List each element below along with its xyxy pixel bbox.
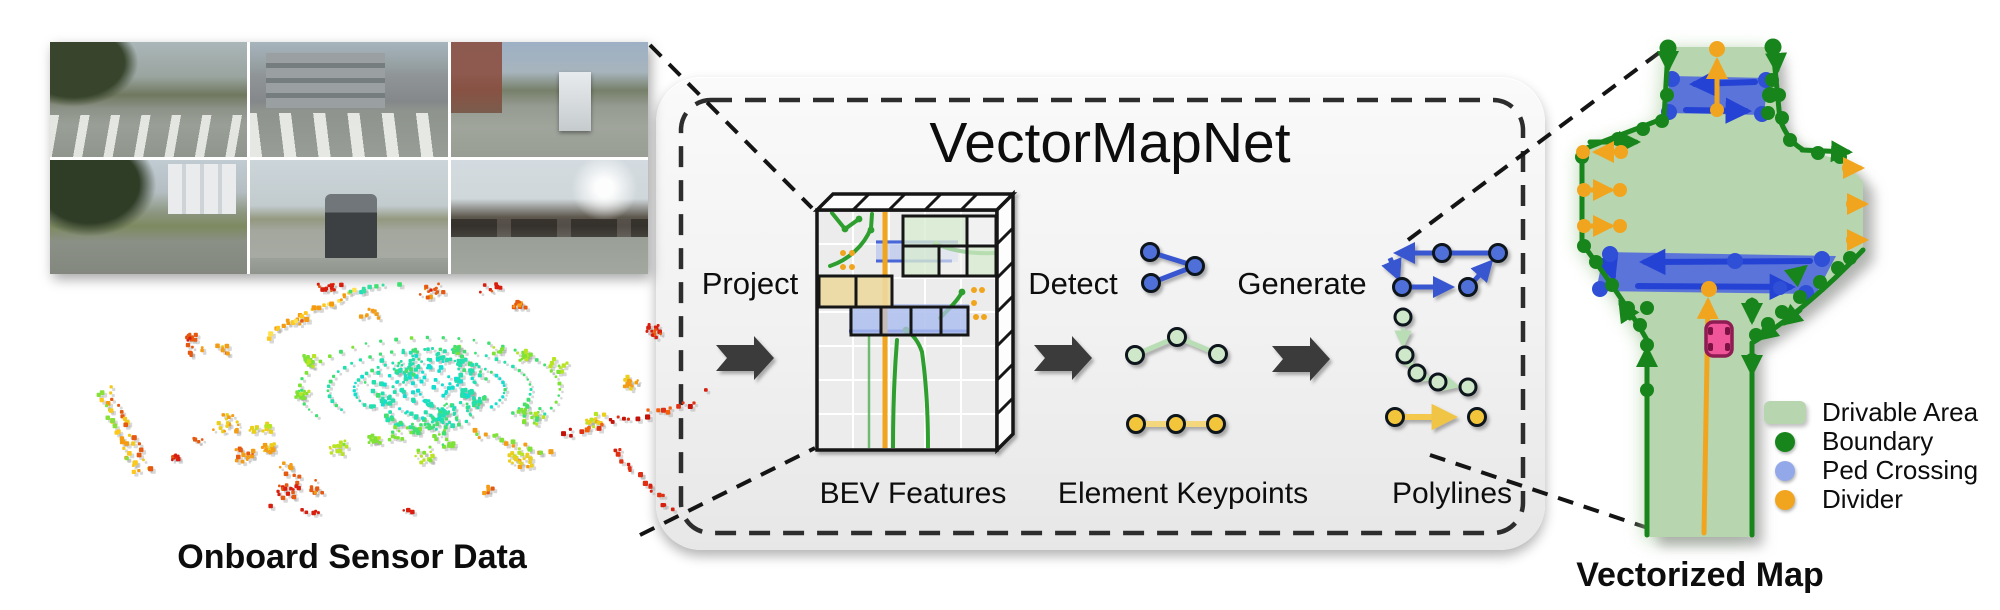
ped-crossing-dot-icon	[1764, 460, 1806, 481]
camera-tile-back	[250, 159, 448, 274]
camera-tile-front-left	[50, 42, 248, 157]
ped-crossing-bottom	[1596, 252, 1836, 294]
onboard-sensor-caption: Onboard Sensor Data	[177, 538, 527, 576]
legend-row-boundary: Boundary	[1764, 426, 1978, 456]
lidar-point-cloud	[96, 282, 711, 518]
detect-label: Detect	[1028, 266, 1118, 301]
camera-tile-front-right	[450, 42, 648, 157]
legend-label: Ped Crossing	[1822, 455, 1979, 485]
boundary-dots	[1575, 38, 1857, 397]
legend-label: Divider	[1822, 484, 1903, 514]
vectorized-map-caption: Vectorized Map	[1576, 556, 1824, 594]
camera-tile-back-left	[50, 159, 248, 274]
ego-car	[1704, 320, 1734, 358]
map-legend: Drivable Area Boundary Ped Crossing Divi…	[1764, 397, 1979, 514]
bev-features-label: BEV Features	[819, 477, 1007, 510]
ped-crossing-arrows	[1593, 70, 1813, 301]
legend-row-drivable-area: Drivable Area	[1764, 397, 1979, 427]
camera-tile-back-right	[450, 159, 648, 274]
drivable-area-swatch-icon	[1764, 401, 1806, 424]
divider-dot-icon	[1764, 489, 1806, 510]
project-label: Project	[701, 266, 799, 301]
divider-dots	[1576, 41, 1860, 297]
camera-tile-front	[250, 42, 448, 157]
generate-label: Generate	[1237, 266, 1367, 301]
ped-crossing-dots	[1592, 71, 1830, 301]
ped-crossing-top	[1666, 76, 1768, 115]
boundary-dot-icon	[1764, 431, 1806, 452]
legend-label: Boundary	[1822, 426, 1934, 456]
pipeline-title: VectorMapNet	[929, 111, 1291, 175]
camera-image-grid	[50, 42, 648, 274]
legend-row-ped-crossing: Ped Crossing	[1764, 455, 1979, 485]
legend-label: Drivable Area	[1822, 397, 1979, 427]
polylines-label: Polylines	[1391, 477, 1513, 510]
legend-row-divider: Divider	[1764, 484, 1978, 514]
element-keypoints-label: Element Keypoints	[1057, 477, 1309, 510]
